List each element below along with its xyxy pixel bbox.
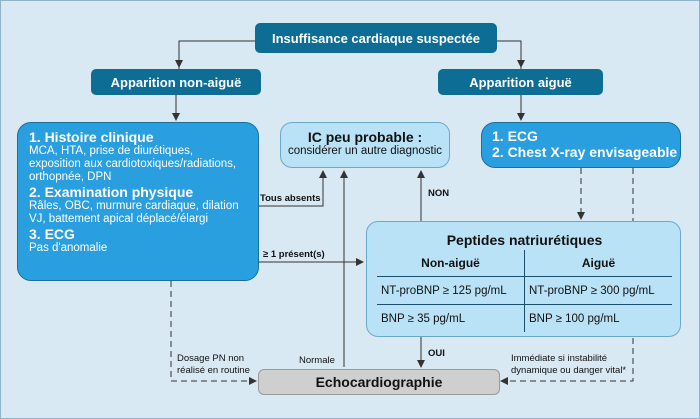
clinical-assessment-box: 1. Histoire clinique MCA, HTA, prise de … bbox=[17, 122, 259, 281]
non-acute-box: Apparition non-aiguë bbox=[91, 69, 261, 95]
ic-unlikely-heading: IC peu probable : bbox=[307, 129, 423, 145]
title-text: Insuffisance cardiaque suspectée bbox=[271, 30, 481, 46]
ecg-heading: 3. ECG bbox=[29, 226, 75, 242]
acute-label: Apparition aiguë bbox=[469, 74, 572, 90]
ic-unlikely-text: considérer un autre diagnostic bbox=[287, 145, 443, 157]
natriuretic-peptides-box: Peptides natriurétiques Non-aiguë Aiguë … bbox=[366, 221, 681, 337]
clinical-history-line: orthopnée, DPN bbox=[29, 171, 112, 183]
table-cell: BNP ≥ 100 pg/mL bbox=[529, 312, 620, 325]
label-present: ≥ 1 présent(s) bbox=[263, 249, 325, 260]
label-dosage-line2: réalisé en routine bbox=[177, 365, 250, 376]
clinical-history-line: MCA, HTA, prise de diurétiques, bbox=[29, 145, 194, 157]
label-tous-absents: Tous absents bbox=[260, 193, 321, 204]
title-box: Insuffisance cardiaque suspectée bbox=[255, 23, 497, 53]
table-cell: NT-proBNP ≥ 300 pg/mL bbox=[524, 276, 672, 305]
acute-exams-box: 1. ECG 2. Chest X-ray envisageable bbox=[481, 122, 681, 168]
acute-xray-line: 2. Chest X-ray envisageable bbox=[492, 144, 678, 160]
table-cell: BNP ≥ 35 pg/mL bbox=[377, 304, 525, 332]
pn-title: Peptides natriurétiques bbox=[446, 232, 603, 248]
label-non: NON bbox=[428, 188, 450, 199]
table-row: NT-proBNP ≥ 125 pg/mL NT-proBNP ≥ 300 pg… bbox=[377, 276, 672, 305]
physical-exam-line: Râles, OBC, murmure cardiaque, dilation bbox=[29, 200, 239, 212]
label-normale: Normale bbox=[299, 355, 335, 366]
non-acute-label: Apparition non-aiguë bbox=[110, 74, 242, 90]
table-row: BNP ≥ 35 pg/mL BNP ≥ 100 pg/mL bbox=[377, 304, 672, 332]
ecg-line: Pas d'anomalie bbox=[29, 242, 108, 254]
physical-exam-line: VJ, battement apical déplacé/élargi bbox=[29, 213, 208, 225]
echo-label: Echocardiographie bbox=[315, 374, 443, 390]
echocardiography-box: Echocardiographie bbox=[258, 369, 500, 395]
arrow-tous-absents bbox=[259, 170, 327, 207]
table-header-row: Non-aiguë Aiguë bbox=[377, 250, 672, 277]
physical-exam-heading: 2. Examination physique bbox=[29, 184, 194, 200]
column-header: Aiguë bbox=[524, 250, 672, 277]
label-immediate-line1: Immédiate si instabilité bbox=[511, 353, 608, 364]
column-header: Non-aiguë bbox=[377, 250, 525, 277]
acute-box: Apparition aiguë bbox=[438, 69, 603, 95]
ic-unlikely-box: IC peu probable : considérer un autre di… bbox=[280, 122, 450, 168]
label-dosage-line1: Dosage PN non bbox=[177, 353, 245, 364]
label-oui: OUI bbox=[428, 348, 445, 359]
clinical-history-line: exposition aux cardiotoxiques/radiations… bbox=[29, 158, 237, 170]
acute-ecg-line: 1. ECG bbox=[492, 128, 538, 144]
pn-thresholds-table: Non-aiguë Aiguë NT-proBNP ≥ 125 pg/mL NT… bbox=[377, 250, 672, 332]
dashed-arrow-dosage bbox=[170, 281, 257, 385]
table-cell: NT-proBNP ≥ 125 pg/mL bbox=[377, 276, 525, 305]
clinical-history-heading: 1. Histoire clinique bbox=[29, 129, 154, 145]
label-immediate-line2: dynamique ou danger vital* bbox=[511, 365, 627, 376]
